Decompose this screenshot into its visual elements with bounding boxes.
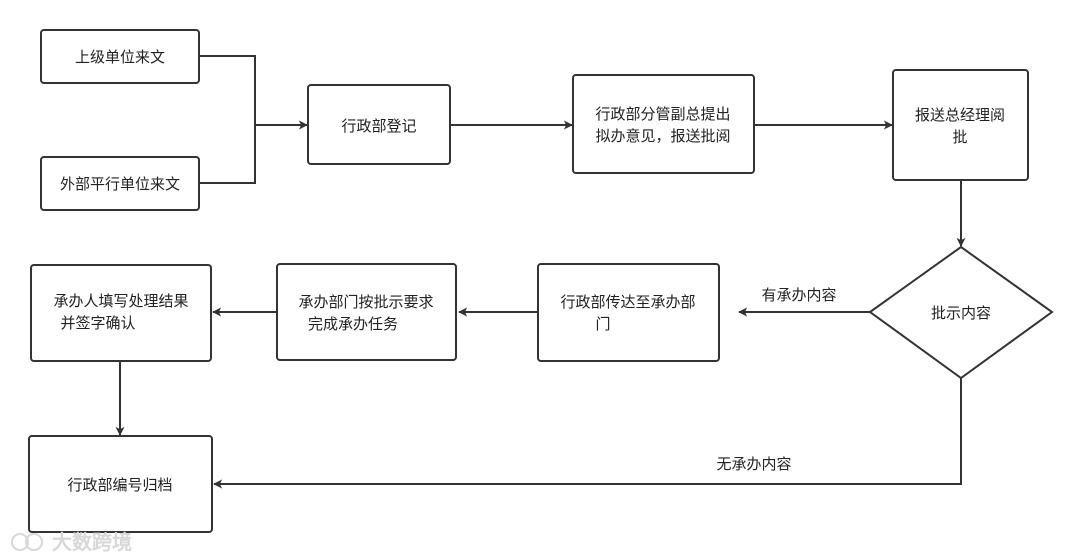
node-dept-complete-line2: 完成承办任务	[308, 315, 398, 333]
edge-superior-to-merge	[199, 55, 256, 125]
node-dept-complete: 承办部门按批示要求 完成承办任务	[276, 263, 457, 361]
watermark-text: 大数跨境	[52, 530, 132, 554]
edge-external-to-merge	[199, 125, 256, 184]
watermark-logo-icon	[11, 533, 29, 551]
node-superior-doc-label: 上级单位来文	[75, 48, 165, 66]
node-gm-review: 报送总经理阅 批	[892, 69, 1029, 181]
node-external-doc-label: 外部平行单位来文	[60, 175, 180, 193]
node-admin-relay-line1: 行政部传达至承办部	[560, 293, 695, 311]
node-admin-relay: 行政部传达至承办部 门	[537, 263, 720, 362]
edge-instruction-to-archive	[213, 378, 962, 489]
node-admin-vp-opinion-line1: 行政部分管副总提出	[595, 105, 730, 123]
node-gm-review-line2: 批	[952, 128, 967, 146]
node-handler-confirm-line2: 并签字确认	[60, 314, 135, 332]
edge-label-has-task: 有承办内容	[761, 286, 836, 304]
node-admin-vp-opinion: 行政部分管副总提出 拟办意见，报送批阅	[572, 74, 755, 174]
node-dept-complete-line1: 承办部门按批示要求	[298, 293, 433, 311]
watermark-logo-icon-2	[25, 533, 43, 551]
watermark: 大数跨境	[11, 530, 132, 554]
node-admin-relay-line2: 门	[595, 315, 610, 333]
edge-label-no-task: 无承办内容	[716, 455, 791, 473]
node-admin-register-label: 行政部登记	[341, 117, 416, 135]
node-instruction: 批示内容	[868, 245, 1054, 380]
node-gm-review-line1: 报送总经理阅	[915, 106, 1005, 124]
node-archive-label: 行政部编号归档	[67, 476, 172, 494]
edges	[115, 55, 966, 489]
node-external-doc: 外部平行单位来文	[40, 156, 200, 211]
node-instruction-label: 批示内容	[931, 304, 991, 322]
node-admin-register: 行政部登记	[307, 84, 451, 165]
node-superior-doc: 上级单位来文	[40, 29, 200, 84]
node-admin-vp-opinion-line2: 拟办意见，报送批阅	[595, 127, 730, 145]
node-archive: 行政部编号归档	[28, 435, 213, 533]
node-handler-confirm: 承办人填写处理结果 并签字确认	[30, 264, 212, 362]
node-handler-confirm-line1: 承办人填写处理结果	[53, 292, 188, 310]
